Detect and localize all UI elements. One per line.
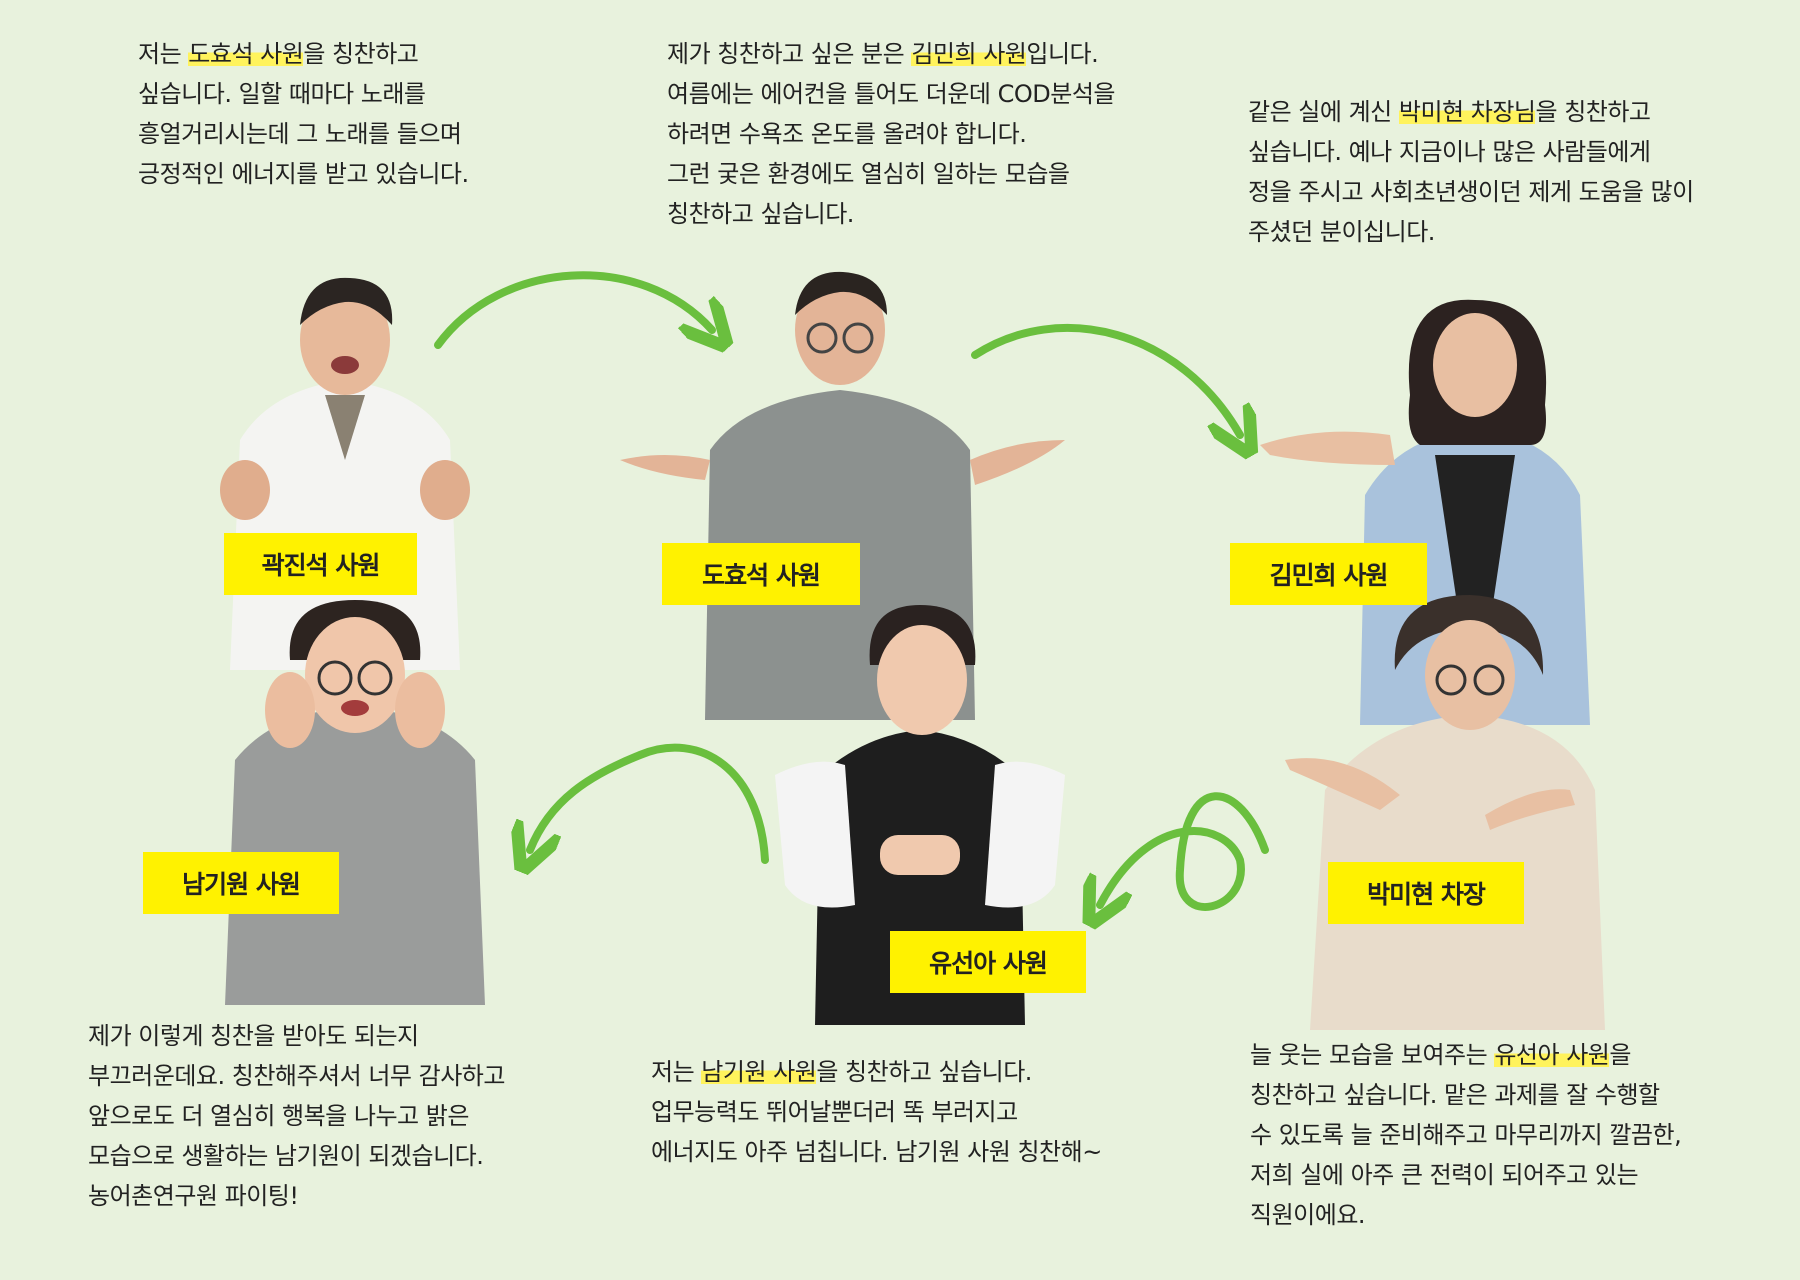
quote-highlight-name: 남기원 사원 bbox=[701, 1058, 817, 1086]
name-label-kim: 김민희 사원 bbox=[1230, 543, 1427, 605]
arrow-yoo-to-nam bbox=[530, 743, 769, 860]
name-label-park: 박미현 차장 bbox=[1328, 862, 1524, 924]
quote-highlight-name: 박미현 차장님 bbox=[1398, 98, 1536, 126]
name-label-do: 도효석 사원 bbox=[662, 543, 860, 605]
name-label-kwak: 곽진석 사원 bbox=[224, 533, 417, 595]
name-label-nam: 남기원 사원 bbox=[143, 852, 339, 914]
quote-text-pre: 제가 칭찬하고 싶은 분은 bbox=[667, 40, 912, 68]
arrow-park-to-yoo bbox=[1100, 792, 1269, 907]
quote-do: 제가 칭찬하고 싶은 분은 김민희 사원입니다.여름에는 에어컨을 틀어도 더운… bbox=[667, 34, 1116, 234]
quote-text-pre: 늘 웃는 모습을 보여주는 bbox=[1250, 1041, 1495, 1069]
name-label-yoo: 유선아 사원 bbox=[890, 931, 1086, 993]
quote-text-pre: 저는 bbox=[138, 40, 189, 68]
quote-yoo: 저는 남기원 사원을 칭찬하고 싶습니다.업무능력도 뛰어날뿐더러 똑 부러지고… bbox=[651, 1052, 1102, 1172]
arrow-do-to-kim bbox=[971, 324, 1240, 435]
photo-nam bbox=[225, 600, 485, 1005]
quote-text-pre: 저는 bbox=[651, 1058, 702, 1086]
arrow-kwak-to-do bbox=[434, 271, 712, 345]
quote-highlight-name: 도효석 사원 bbox=[188, 40, 304, 68]
quote-text-pre: 같은 실에 계신 bbox=[1248, 98, 1399, 126]
quote-highlight-name: 김민희 사원 bbox=[911, 40, 1027, 68]
quote-highlight-name: 유선아 사원 bbox=[1494, 1041, 1610, 1069]
photo-kwak bbox=[220, 277, 470, 670]
